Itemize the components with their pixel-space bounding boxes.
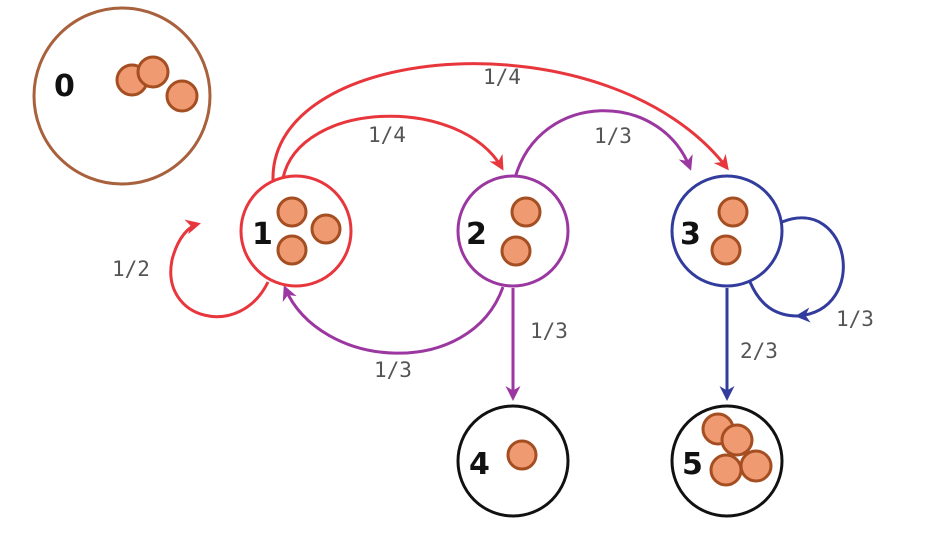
state-2-label: 2 [466, 217, 487, 252]
state-0-circle [32, 6, 212, 186]
ball [276, 196, 308, 228]
edge-3-to-3 [781, 216, 845, 323]
ball [710, 234, 742, 266]
ball [165, 79, 199, 113]
ball [136, 55, 170, 89]
state-1-label: 1 [252, 217, 273, 252]
edge-2-to-3 [513, 109, 693, 179]
state-4-label: 4 [469, 447, 490, 482]
ball [310, 213, 342, 245]
edge-label-1-to-2: 1/4 [368, 123, 406, 147]
edge-label-1-to-1: 1/2 [112, 257, 150, 281]
ball [500, 235, 532, 267]
edge-1-to-1 [169, 219, 270, 319]
ball [506, 439, 538, 471]
state-0-label: 0 [54, 69, 75, 104]
state-2-circle [456, 174, 570, 288]
edge-label-1-to-3: 1/4 [483, 65, 521, 89]
transition-edges [169, 62, 845, 401]
edge-3-to-3-tail [748, 281, 799, 318]
state-3-circle [670, 174, 784, 288]
edge-label-2-to-1: 1/3 [374, 358, 412, 382]
edge-1-to-3 [271, 62, 729, 181]
state-3: 3 [670, 174, 784, 288]
state-1: 1 [239, 174, 353, 288]
ball [717, 196, 749, 228]
edge-2-to-1 [282, 285, 505, 355]
ball [276, 234, 308, 266]
state-2: 2 [456, 174, 570, 288]
state-5: 5 [670, 404, 784, 518]
ball [739, 449, 773, 483]
edge-label-3-to-5: 2/3 [740, 339, 778, 363]
state-4: 4 [456, 404, 570, 518]
state-0: 0 [32, 6, 212, 186]
state-1-circle [239, 174, 353, 288]
edge-1-to-2 [281, 114, 504, 179]
states: 0 1 2 3 4 [32, 6, 784, 518]
ball [709, 453, 743, 487]
ball [510, 196, 542, 228]
state-5-label: 5 [682, 447, 703, 482]
state-3-label: 3 [680, 217, 701, 252]
ball [720, 423, 754, 457]
edge-label-2-to-4: 1/3 [530, 319, 568, 343]
edge-label-3-to-3: 1/3 [836, 307, 874, 331]
edge-label-2-to-3: 1/3 [594, 124, 632, 148]
transition-labels: 1/2 1/4 1/4 1/3 1/3 1/3 1/3 2/3 [112, 65, 874, 382]
